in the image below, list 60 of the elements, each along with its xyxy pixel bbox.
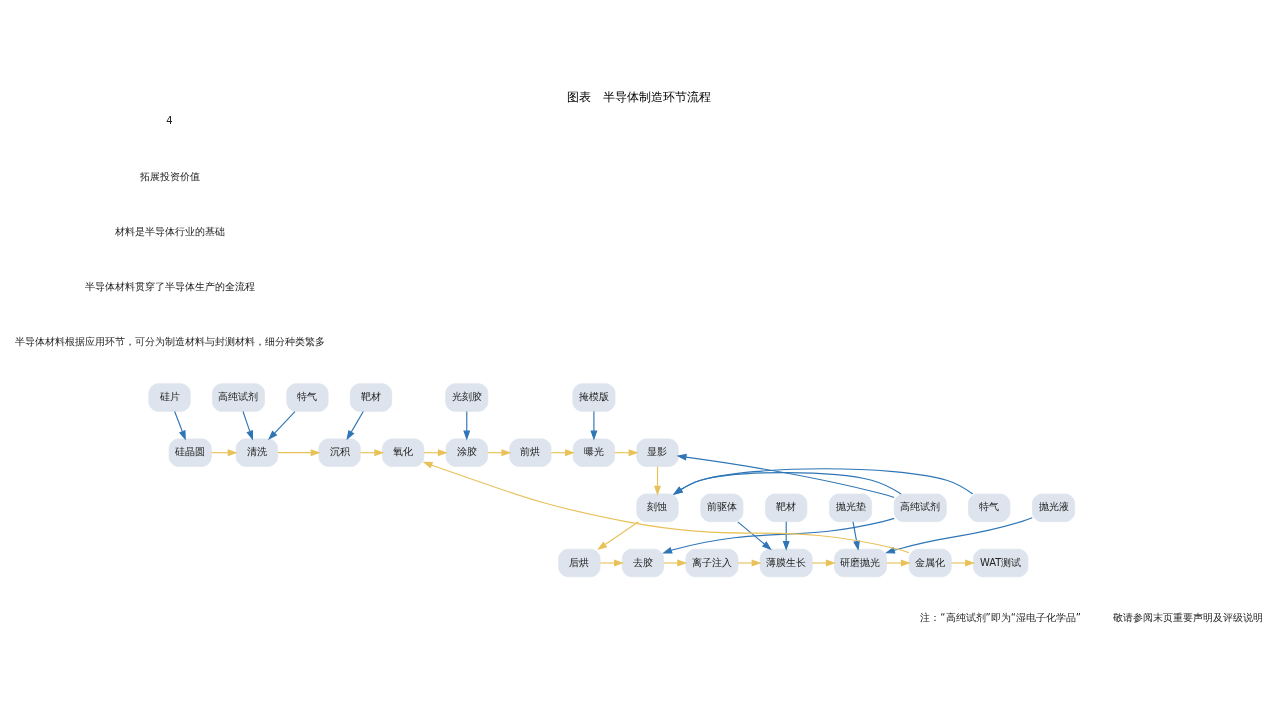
arrow bbox=[422, 461, 910, 553]
node-box: 抛光垫 bbox=[829, 493, 872, 522]
node-box: 高纯试剂 bbox=[893, 493, 947, 522]
node-box: 前驱体 bbox=[700, 493, 744, 522]
arrow bbox=[852, 520, 860, 551]
arrow bbox=[662, 517, 895, 553]
arrow bbox=[174, 410, 186, 440]
arrow bbox=[597, 520, 639, 550]
arrow bbox=[886, 559, 911, 566]
node-box: 光刻胶 bbox=[445, 382, 489, 412]
arrow bbox=[884, 516, 1033, 554]
node-box: 曝光 bbox=[572, 438, 615, 467]
node-box: 金属化 bbox=[908, 548, 952, 577]
arrow bbox=[950, 559, 976, 566]
node-box: 前烘 bbox=[509, 438, 552, 467]
node-box: 高纯试剂 bbox=[212, 382, 265, 412]
arrow bbox=[672, 471, 902, 495]
node-box: 硅晶圆 bbox=[168, 438, 212, 467]
label: 拓展投资价值 bbox=[139, 170, 200, 182]
arrow bbox=[663, 559, 688, 566]
arrow bbox=[463, 410, 471, 441]
node-box: 离子注入 bbox=[685, 548, 739, 577]
arrow bbox=[346, 410, 364, 440]
node-box: 特气 bbox=[286, 382, 329, 412]
label: 材料是半导体行业的基础 bbox=[114, 225, 225, 237]
arrow bbox=[599, 559, 624, 566]
label: 半导体材料贯穿了半导体生产的全流程 bbox=[84, 280, 255, 292]
arrow bbox=[672, 467, 974, 495]
node-box: 掩模版 bbox=[572, 382, 616, 412]
node-box: 显影 bbox=[636, 438, 679, 467]
arrow bbox=[277, 448, 321, 456]
arrow bbox=[811, 559, 836, 566]
arrow bbox=[737, 520, 772, 550]
node-box: 靶材 bbox=[765, 493, 808, 522]
diagram-title: 图表 半导体制造环节流程 bbox=[567, 89, 712, 104]
arrow bbox=[782, 520, 790, 551]
node-box: 特气 bbox=[968, 493, 1011, 522]
node-box: 后烘 bbox=[558, 548, 601, 577]
node-box: 薄膜生长 bbox=[759, 548, 813, 577]
node-box: 清洗 bbox=[235, 438, 278, 467]
node-box: 刻蚀 bbox=[636, 493, 679, 522]
arrow bbox=[590, 410, 598, 441]
label: 4 bbox=[166, 114, 173, 126]
node-box: 靶材 bbox=[349, 382, 393, 412]
node-box: 去胶 bbox=[621, 548, 664, 577]
node-box: WAT测试 bbox=[973, 548, 1029, 577]
label: 注：“高纯试剂”即为“湿电子化学品” bbox=[920, 611, 1081, 623]
node-box: 硅片 bbox=[148, 382, 191, 412]
label: 敬请参阅末页重要声明及评级说明 bbox=[1112, 611, 1263, 623]
node-box: 抛光液 bbox=[1032, 493, 1075, 522]
label: 半导体材料根据应用环节，可分为制造材料与封测材料，细分种类繁多 bbox=[14, 335, 325, 347]
node-box: 研磨抛光 bbox=[834, 548, 887, 577]
node-box: 沉积 bbox=[318, 438, 361, 467]
arrow bbox=[654, 465, 661, 496]
node-box: 涂胶 bbox=[445, 438, 488, 467]
arrow bbox=[737, 559, 762, 566]
arrow bbox=[676, 453, 895, 498]
node-box: 氧化 bbox=[382, 438, 425, 467]
arrow bbox=[268, 410, 296, 440]
arrow bbox=[242, 410, 253, 440]
